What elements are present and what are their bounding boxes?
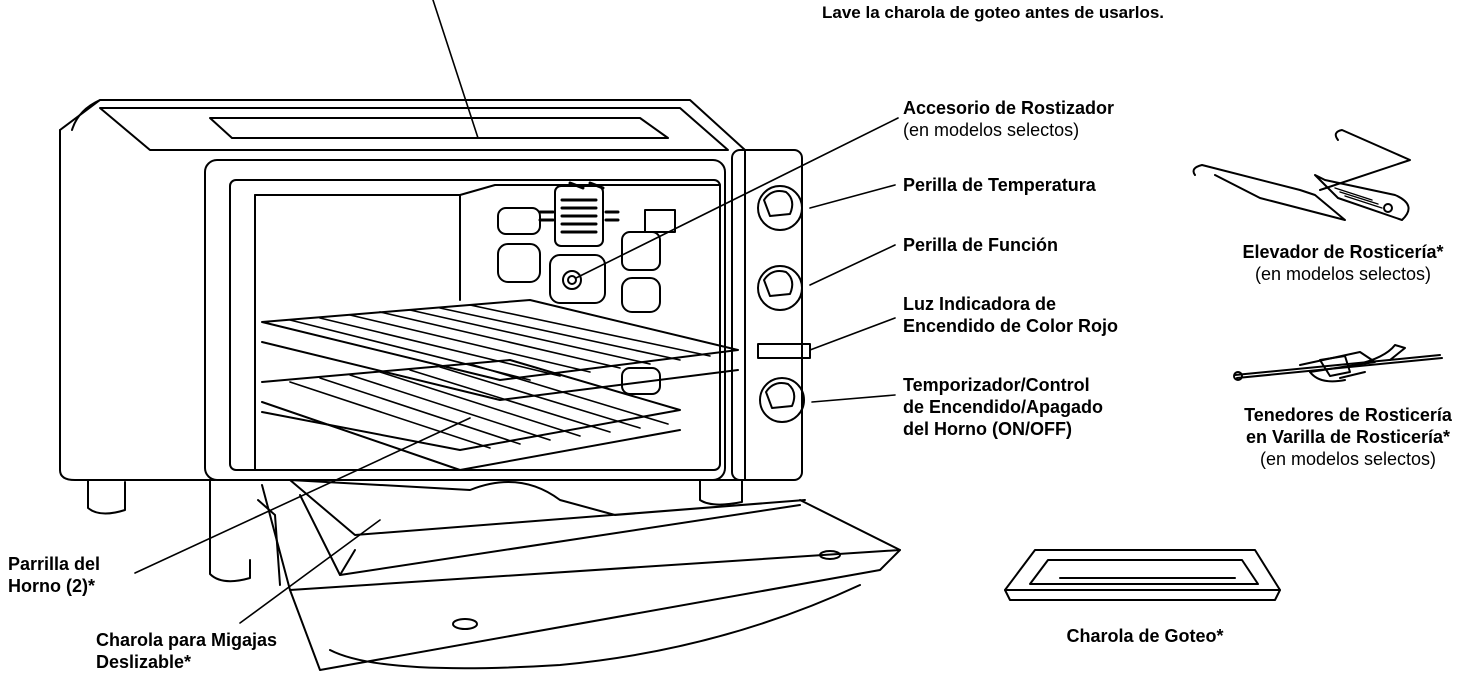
rotisserie-forks-label: Tenedores de Rosticería en Varilla de Ro…: [1216, 404, 1480, 470]
oven-body: [59, 99, 811, 583]
oven-rack-label: Parrilla del Horno (2)*: [8, 553, 100, 597]
timer-control-line2: de Encendido/Apagado: [903, 397, 1104, 417]
function-knob-title: Perilla de Función: [903, 235, 1059, 255]
rotisserie-accessory-label: Accesorio de Rostizador (en modelos sele…: [903, 97, 1114, 141]
indicator-light-line1: Luz Indicadora de: [903, 294, 1057, 314]
crumb-tray-line2: Deslizable*: [96, 652, 192, 672]
crumb-tray-and-door: [257, 479, 901, 671]
temperature-knob-label: Perilla de Temperatura: [903, 174, 1096, 196]
indicator-light-label: Luz Indicadora de Encendido de Color Roj…: [903, 293, 1118, 337]
drip-tray-title: Charola de Goteo*: [1066, 626, 1224, 646]
drip-tray-illustration: [1004, 549, 1281, 601]
crumb-tray-line1: Charola para Migajas: [96, 630, 278, 650]
rotisserie-forks-note: (en modelos selectos): [1259, 449, 1437, 469]
oven-racks: [261, 299, 739, 471]
temperature-knob-title: Perilla de Temperatura: [903, 175, 1096, 195]
leader-lines: [134, 0, 899, 624]
rotisserie-forks-line1: Tenedores de Rosticería: [1244, 405, 1452, 425]
timer-control-line3: del Horno (ON/OFF): [903, 419, 1072, 439]
rotisserie-forks-line2: en Varilla de Rosticería*: [1245, 427, 1451, 447]
function-knob-label: Perilla de Función: [903, 234, 1058, 256]
oven-rack-line2: Horno (2)*: [8, 576, 95, 596]
timer-control-label: Temporizador/Control de Encendido/Apagad…: [903, 374, 1103, 440]
rotisserie-lifter-title: Elevador de Rosticería*: [1242, 242, 1444, 262]
top-note: Lave la charola de goteo antes de usarlo…: [822, 3, 1165, 22]
rotisserie-forks-illustration: [1233, 344, 1443, 383]
rotisserie-lifter-illustration: [1192, 129, 1411, 221]
rotisserie-accessory-title: Accesorio de Rostizador: [903, 98, 1115, 118]
drip-tray-label: Charola de Goteo*: [1000, 625, 1290, 647]
oven-rack-line1: Parrilla del: [8, 554, 101, 574]
rotisserie-accessory-note: (en modelos selectos): [903, 120, 1080, 140]
rotisserie-lifter-note: (en modelos selectos): [1254, 264, 1432, 284]
crumb-tray-label: Charola para Migajas Deslizable*: [96, 629, 277, 673]
timer-control-line1: Temporizador/Control: [903, 375, 1090, 395]
rotisserie-lifter-label: Elevador de Rosticería* (en modelos sele…: [1208, 241, 1478, 285]
indicator-light-line2: Encendido de Color Rojo: [903, 316, 1118, 336]
